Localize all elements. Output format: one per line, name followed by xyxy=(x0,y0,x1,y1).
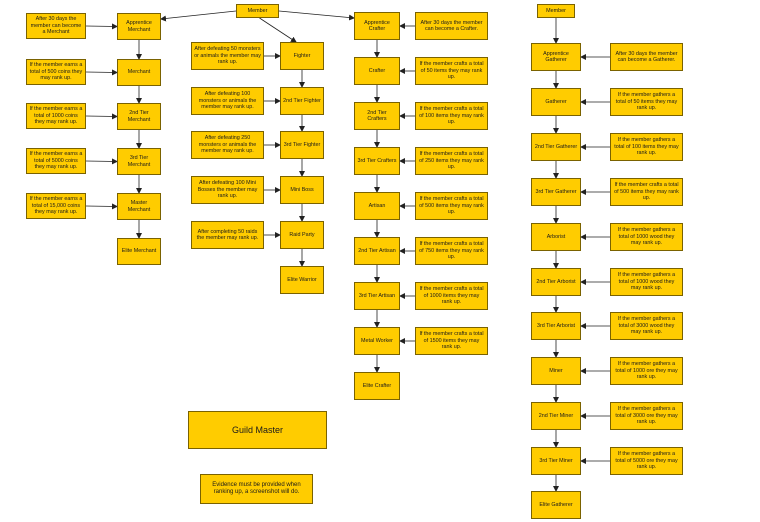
merchant-tier2-box: 2nd Tier Merchant xyxy=(117,103,161,130)
crafter-tier3-box: 3rd Tier Crafters xyxy=(354,147,400,175)
gatherer-box: Gatherer xyxy=(531,88,581,116)
elite-merchant-box: Elite Merchant xyxy=(117,238,161,265)
mini-boss-requirement: After defeating 100 Mini Bosses the memb… xyxy=(191,176,264,204)
artisan-box: Artisan xyxy=(354,192,400,220)
merchant-box: Merchant xyxy=(117,59,161,86)
requirement-arrow xyxy=(85,203,118,210)
miner-box: Miner xyxy=(531,357,581,385)
member-to-crafter-arrow xyxy=(278,10,355,21)
artisan-requirement: If the member crafts a total of 500 item… xyxy=(415,192,488,220)
fighter-tier3-requirement: After defeating 250 monsters or animals … xyxy=(191,131,264,159)
fighter-box: Fighter xyxy=(280,42,324,70)
arborist-tier3-box: 3rd Tier Arborist xyxy=(531,312,581,340)
member-to-merchant-arrow xyxy=(160,10,237,22)
merchant-requirement: If the member earns a total of 500 coins… xyxy=(26,59,86,85)
raid-party-requirement: After completing 50 raids the member may… xyxy=(191,221,264,249)
crafter-tier2-requirement: If the member crafts a total of 100 item… xyxy=(415,102,488,130)
member-box: Member xyxy=(236,4,279,18)
fighter-requirement: After defeating 50 monsters or animals t… xyxy=(191,42,264,70)
arborist-box: Arborist xyxy=(531,223,581,251)
apprentice-gatherer-box: Apprentice Gatherer xyxy=(531,43,581,71)
member-to-fighter-arrow xyxy=(259,17,297,43)
elite-crafter-box: Elite Crafter xyxy=(354,372,400,400)
gatherer-tier3-box: 3rd Tier Gatherer xyxy=(531,178,581,206)
merchant-apprentice-requirement: After 30 days the member can become a Me… xyxy=(26,13,86,39)
artisan-tier2-box: 2nd Tier Artisan xyxy=(354,237,400,265)
guild-master-box: Guild Master xyxy=(188,411,327,449)
miner-tier2-box: 2nd Tier Miner xyxy=(531,402,581,430)
gatherer-tier2-box: 2nd Tier Gatherer xyxy=(531,133,581,161)
gatherer-requirement: If the member gathers a total of 50 item… xyxy=(610,88,683,116)
member-gatherer-box: Member xyxy=(537,4,575,18)
miner-tier3-box: 3rd Tier Miner xyxy=(531,447,581,475)
apprentice-crafter-box: Apprentice Crafter xyxy=(354,12,400,40)
elite-gatherer-box: Elite Gatherer xyxy=(531,491,581,519)
requirement-arrow xyxy=(85,69,118,76)
elite-warrior-box: Elite Warrior xyxy=(280,266,324,294)
arborist-tier2-requirement: If the member gathers a total of 1000 wo… xyxy=(610,268,683,296)
crafter-requirement: If the member crafts a total of 50 items… xyxy=(415,57,488,85)
merchant-tier3-box: 3rd Tier Merchant xyxy=(117,148,161,175)
gatherer-tier3-requirement: If the member crafts a total of 500 item… xyxy=(610,178,683,206)
artisan-tier2-requirement: If the member crafts a total of 750 item… xyxy=(415,237,488,265)
crafter-tier2-box: 2nd Tier Crafters xyxy=(354,102,400,130)
requirement-arrow xyxy=(85,158,118,165)
miner-tier3-requirement: If the member gathers a total of 5000 or… xyxy=(610,447,683,475)
requirement-arrow xyxy=(85,113,118,120)
master-merchant-box: Master Merchant xyxy=(117,193,161,220)
arborist-tier2-box: 2nd Tier Arborist xyxy=(531,268,581,296)
apprentice-merchant-box: Apprentice Merchant xyxy=(117,13,161,40)
gatherer-tier2-requirement: If the member gathers a total of 100 ite… xyxy=(610,133,683,161)
evidence-note: Evidence must be provided when ranking u… xyxy=(200,474,313,504)
merchant-tier3-requirement: If the member earns a total of 5000 coin… xyxy=(26,148,86,174)
fighter-tier2-box: 2nd Tier Fighter xyxy=(280,87,324,115)
merchant-tier2-requirement: If the member earns a total of 1000 coin… xyxy=(26,103,86,129)
metal-worker-box: Metal Worker xyxy=(354,327,400,355)
crafter-tier3-requirement: If the member crafts a total of 250 item… xyxy=(415,147,488,175)
mini-boss-box: Mini Boss xyxy=(280,176,324,204)
artisan-tier3-box: 3rd Tier Artisan xyxy=(354,282,400,310)
raid-party-box: Raid Party xyxy=(280,221,324,249)
miner-tier2-requirement: If the member gathers a total of 3000 or… xyxy=(610,402,683,430)
metal-worker-requirement: If the member crafts a total of 1500 ite… xyxy=(415,327,488,355)
crafter-apprentice-requirement: After 30 days the member can become a Cr… xyxy=(415,12,488,40)
fighter-tier3-box: 3rd Tier Fighter xyxy=(280,131,324,159)
master-merchant-requirement: If the member earns a total of 15,000 co… xyxy=(26,193,86,219)
fighter-tier2-requirement: After defeating 100 monsters or animals … xyxy=(191,87,264,115)
miner-requirement: If the member gathers a total of 1000 or… xyxy=(610,357,683,385)
gatherer-apprentice-requirement: After 30 days the member can become a Ga… xyxy=(610,43,683,71)
crafter-box: Crafter xyxy=(354,57,400,85)
artisan-tier3-requirement: If the member crafts a total of 1000 ite… xyxy=(415,282,488,310)
arborist-requirement: If the member gathers a total of 1000 wo… xyxy=(610,223,683,251)
requirement-arrow xyxy=(85,23,118,30)
arborist-tier3-requirement: If the member gathers a total of 3000 wo… xyxy=(610,312,683,340)
